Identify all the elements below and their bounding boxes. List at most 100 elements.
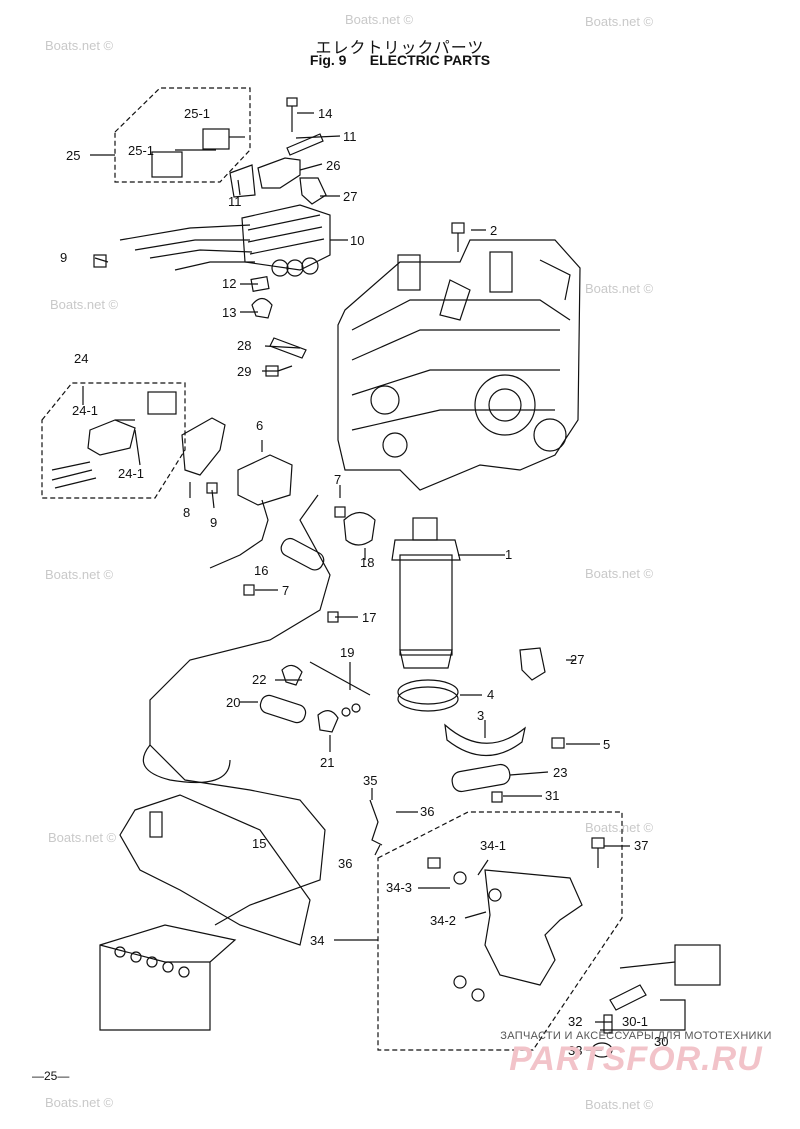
callout-9: 9: [60, 250, 67, 265]
callout-34-1: 34-1: [480, 838, 506, 853]
watermark: Boats.net ©: [48, 830, 117, 845]
callout-12: 12: [222, 276, 236, 291]
part-25-1-relay: [202, 128, 230, 150]
watermark: Boats.net ©: [45, 567, 114, 582]
callout-34-2: 34-2: [430, 913, 456, 928]
callout-8: 8: [183, 505, 190, 520]
part-5-bolt: [551, 737, 565, 749]
part-7-bolt: [243, 584, 255, 596]
callout-24: 24: [74, 351, 88, 366]
part-12: [250, 276, 270, 292]
part-32: [603, 1014, 613, 1034]
part-22-cap: [281, 664, 303, 686]
callout-4: 4: [487, 687, 494, 702]
callout-32: 32: [568, 1014, 582, 1029]
callout-9: 9: [210, 515, 217, 530]
part-6-wire: [209, 499, 269, 569]
part-26-bracket: [257, 157, 301, 189]
watermark: Boats.net ©: [585, 281, 654, 296]
callout-35: 35: [363, 773, 377, 788]
part-21-cap: [317, 710, 339, 733]
callout-25-1: 25-1: [184, 106, 210, 121]
callout-2: 2: [490, 223, 497, 238]
callout-30-1: 30-1: [622, 1014, 648, 1029]
part-23-boot: [451, 763, 511, 793]
part-19-cable: [309, 661, 371, 696]
engine-block: [337, 239, 581, 491]
brand-tagline: ЗАПЧАСТИ И АКСЕССУАРЫ ДЛЯ МОТОТЕХНИКИ: [500, 1030, 772, 1042]
part-27-clip: [519, 647, 546, 681]
callout-36: 36: [338, 856, 352, 871]
part-6-starter-relay: [237, 454, 293, 506]
callout-26: 26: [326, 158, 340, 173]
battery: [99, 924, 237, 1031]
callout-18: 18: [360, 555, 374, 570]
part-16-boot: [280, 537, 325, 571]
callout-6: 6: [256, 418, 263, 433]
callout-29: 29: [237, 364, 251, 379]
callout-28: 28: [237, 338, 251, 353]
callout-21: 21: [320, 755, 334, 770]
callout-25: 25: [66, 148, 80, 163]
watermark: Boats.net ©: [45, 38, 114, 53]
callout-23: 23: [553, 765, 567, 780]
part-27-clamp: [299, 177, 327, 205]
callout-13: 13: [222, 305, 236, 320]
title-english: Fig. 9 ELECTRIC PARTS: [309, 52, 491, 68]
watermark: Boats.net ©: [585, 14, 654, 29]
callout-25-1: 25-1: [128, 143, 154, 158]
callout-11: 11: [343, 129, 357, 144]
part-3-bracket: [444, 723, 526, 757]
part-25-1-relay: [151, 151, 183, 178]
callout-27: 27: [570, 652, 584, 667]
part-31-bolt: [491, 791, 503, 803]
part-34-bracket: [484, 869, 583, 986]
kit-outline-34: [377, 811, 623, 1051]
callout-34-3: 34-3: [386, 880, 412, 895]
brand-name: PARTSFOR.RU: [509, 1040, 763, 1078]
watermark: Boats.net ©: [585, 1097, 654, 1112]
partsfor-logo: ЗАПЧАСТИ И АКСЕССУАРЫ ДЛЯ МОТОТЕХНИКИ PA…: [486, 1030, 786, 1076]
part-4-band: [397, 679, 459, 705]
part-7-bolt: [334, 506, 346, 518]
part-13-clip: [251, 297, 273, 319]
callout-27: 27: [343, 189, 357, 204]
part-1-starter-motor: [391, 517, 461, 669]
wire-harness: [119, 224, 255, 271]
callout-11: 11: [228, 194, 242, 209]
part-2-bolt: [451, 222, 465, 234]
kit-outline-24: [41, 382, 186, 499]
leader-line: [82, 112, 686, 1051]
callout-5: 5: [603, 737, 610, 752]
kit-outline-25: [114, 87, 251, 183]
part-8-bracket: [181, 417, 226, 476]
callout-22: 22: [252, 672, 266, 687]
callout-30: 30: [654, 1034, 668, 1049]
part-15-cable: [149, 494, 331, 926]
callout-15: 15: [252, 836, 266, 851]
callout-7: 7: [334, 472, 341, 487]
callout-1: 1: [505, 547, 512, 562]
watermark: Boats.net ©: [345, 12, 414, 27]
part-11-plate: [229, 164, 256, 198]
watermark: Boats.net ©: [50, 297, 119, 312]
part-30-1-lever: [609, 984, 647, 1011]
callout-24-1: 24-1: [118, 466, 144, 481]
watermark: Boats.net ©: [585, 820, 654, 835]
watermark: Boats.net ©: [45, 1095, 114, 1110]
part-18-cap: [343, 511, 376, 546]
callout-36: 36: [420, 804, 434, 819]
boat-hull: [119, 794, 311, 946]
watermark: Boats.net ©: [585, 566, 654, 581]
part-24-1-relay: [147, 391, 177, 415]
part-35-rod: [369, 799, 383, 846]
callout-33: 33: [568, 1043, 582, 1058]
callout-17: 17: [362, 610, 376, 625]
callout-3: 3: [477, 708, 484, 723]
part-24-1-bracket: [87, 419, 136, 456]
part-20-boot: [259, 694, 307, 724]
callout-20: 20: [226, 695, 240, 710]
callout-37: 37: [634, 838, 648, 853]
callout-24-1: 24-1: [72, 403, 98, 418]
